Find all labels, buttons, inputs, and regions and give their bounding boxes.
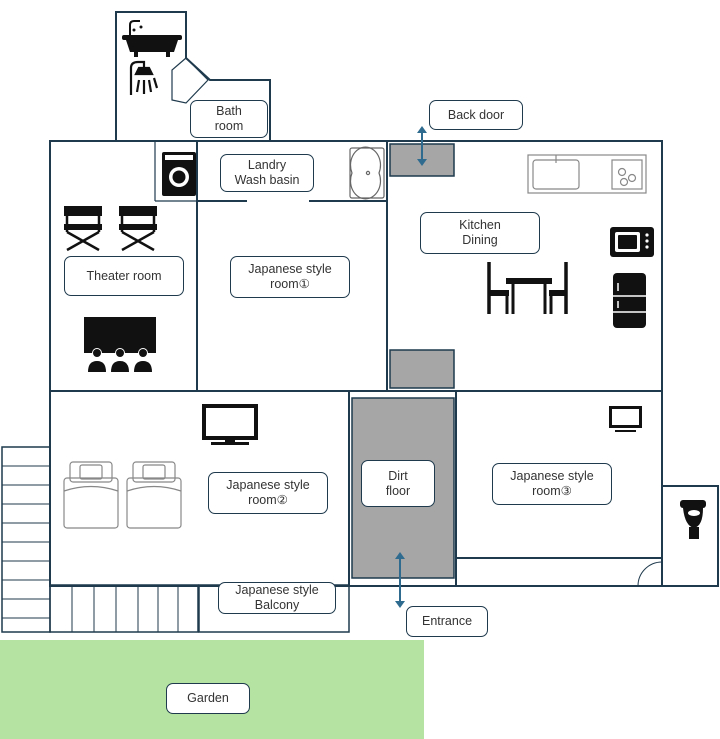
kitchen-counter-icon — [527, 154, 647, 194]
back-door-arrow — [417, 126, 427, 166]
toilet-icon — [680, 500, 706, 539]
bed-icon — [63, 461, 119, 529]
bath-room-label: Bath room — [190, 100, 268, 138]
shower-icon — [129, 60, 159, 95]
refrigerator-icon — [613, 273, 646, 328]
microwave-icon — [610, 227, 654, 257]
balcony-label: Japanese style Balcony — [218, 582, 336, 614]
kitchen-step — [389, 349, 455, 389]
bathtub-icon — [122, 20, 182, 57]
japanese-room-2-label: Japanese style room② — [208, 472, 328, 514]
cinema-screen-icon — [84, 317, 156, 372]
bath-walls — [115, 11, 271, 141]
theater-room-label: Theater room — [64, 256, 184, 296]
japanese-room-3-label: Japanese style room③ — [492, 463, 612, 505]
laundry-label: Landry Wash basin — [220, 154, 314, 192]
dirt-floor-label: Dirt floor — [361, 460, 435, 507]
house-walls — [49, 140, 719, 587]
kitchen-dining-label: Kitchen Dining — [420, 212, 540, 254]
entrance-label: Entrance — [406, 606, 488, 637]
washing-machine-icon — [162, 152, 196, 196]
tv-icon — [202, 404, 258, 445]
sink-icon — [349, 146, 385, 200]
back-door-label: Back door — [429, 100, 523, 130]
engawa-slats — [49, 584, 199, 633]
outdoor-deck — [1, 446, 51, 633]
toilet-door-swing — [637, 561, 663, 587]
director-chair-icon — [64, 206, 102, 252]
entrance-arrow — [395, 552, 405, 608]
tv-icon — [609, 406, 642, 432]
director-chair-icon — [119, 206, 157, 252]
japanese-room-1-label: Japanese style room① — [230, 256, 350, 298]
bed-icon — [126, 461, 182, 529]
dining-table-icon — [487, 262, 568, 314]
garden-label: Garden — [166, 683, 250, 714]
